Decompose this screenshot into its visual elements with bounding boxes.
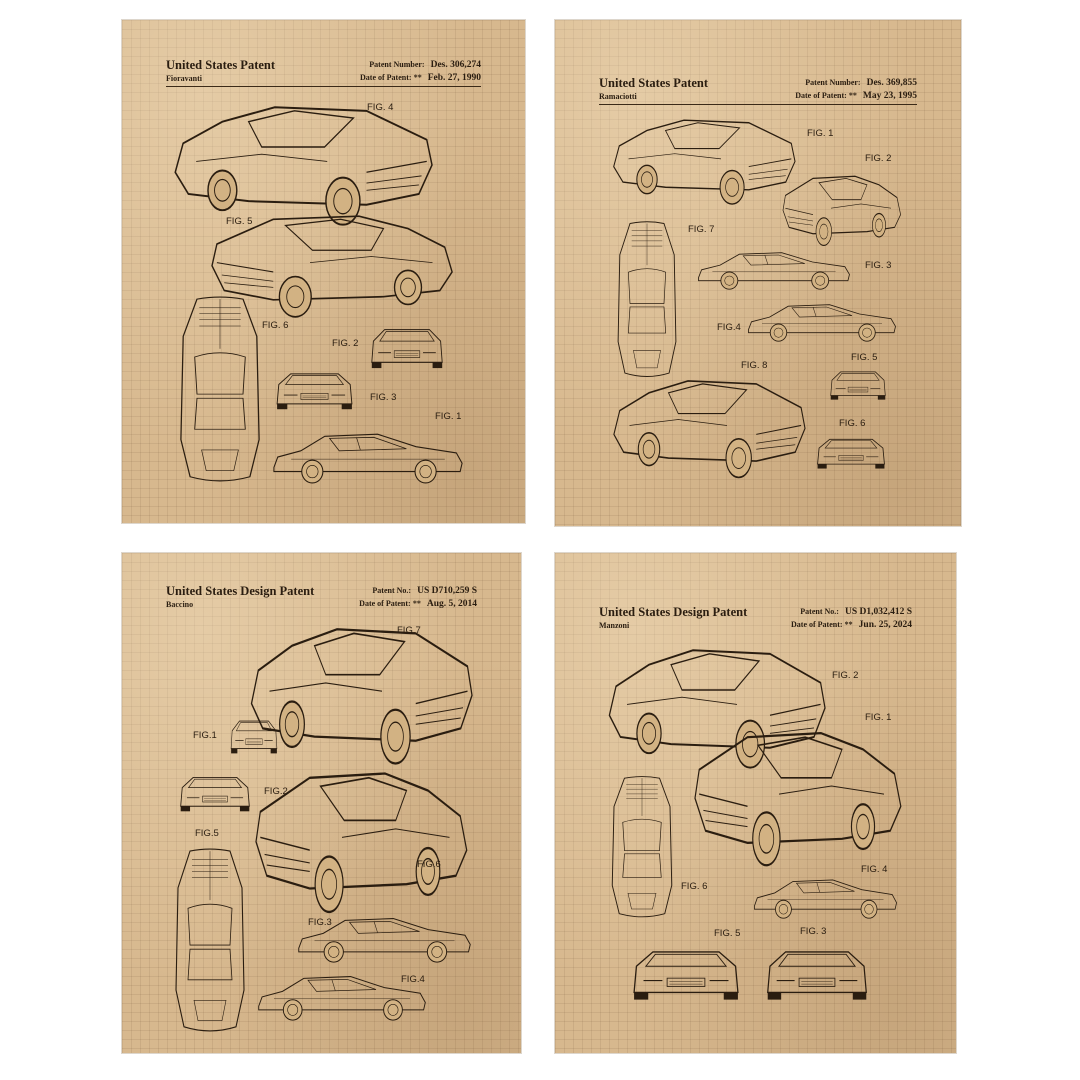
patent-date-label: Date of Patent: <box>795 91 847 100</box>
car-drawing-fig-5 <box>633 951 739 1001</box>
fig-label: FIG.6 <box>417 859 441 870</box>
fig-label: FIG. 3 <box>865 260 892 271</box>
car-drawing-fig-6 <box>254 772 468 914</box>
car-drawing-fig-2 <box>782 175 902 247</box>
fig-label: FIG.3 <box>308 917 332 928</box>
car-drawing-fig-7 <box>617 221 677 377</box>
patent-date: Jun. 25, 2024 <box>858 620 912 630</box>
inventor-name: Baccino <box>166 600 194 609</box>
patent-date-marker: ** <box>844 620 853 629</box>
car-drawing-fig-1 <box>230 720 278 754</box>
fig-label: FIG.5 <box>195 828 219 839</box>
patent-date-marker: ** <box>412 599 421 608</box>
fig-label: FIG. 3 <box>370 392 397 403</box>
car-drawing-fig-6 <box>611 776 673 918</box>
car-drawing-fig-4 <box>748 304 896 342</box>
header-rule <box>599 104 917 105</box>
inventor-name: Fioravanti <box>166 74 202 83</box>
patent-meta: Patent No.: US D1,032,412 S Date of Paten… <box>791 605 912 631</box>
patent-number-label: Patent Number: <box>369 60 425 69</box>
fig-label: FIG.1 <box>193 730 217 741</box>
poster-laferrari: United States Design Patent Baccino Pate… <box>122 553 521 1053</box>
patent-number-label: Patent No.: <box>800 607 839 616</box>
car-drawing-fig-4 <box>258 976 426 1021</box>
car-drawing-fig-6 <box>180 296 260 482</box>
patent-date-label: Date of Patent: <box>360 73 412 82</box>
fig-label: FIG. 2 <box>832 670 859 681</box>
car-drawing-fig-3 <box>698 252 850 290</box>
fig-label: FIG. 7 <box>688 224 715 235</box>
patent-meta: Patent Number: Des. 369,855 Date of Paten… <box>795 76 917 102</box>
car-drawing-fig-2 <box>371 329 443 369</box>
fig-label: FIG. 1 <box>807 128 834 139</box>
patent-number: Des. 369,855 <box>866 78 917 88</box>
patent-title: United States Patent <box>166 58 276 72</box>
patent-date-label: Date of Patent: <box>791 620 843 629</box>
car-drawing-fig-5 <box>175 848 245 1032</box>
fig-label: FIG. 6 <box>262 320 289 331</box>
car-drawing-fig-3 <box>276 373 353 410</box>
fig-label: FIG. 5 <box>714 928 741 939</box>
fig-label: FIG. 4 <box>367 102 394 113</box>
car-drawing-fig-1 <box>273 433 463 484</box>
fig-label: FIG. 4 <box>861 864 888 875</box>
fig-label: FIG. 2 <box>332 338 359 349</box>
car-drawing-fig-1 <box>693 732 902 867</box>
patent-date: Feb. 27, 1990 <box>427 73 481 83</box>
patent-title: United States Design Patent <box>166 584 315 598</box>
car-drawing-fig-4 <box>174 106 433 226</box>
patent-title: United States Patent <box>599 76 709 90</box>
fig-label: FIG. 3 <box>800 926 827 937</box>
fig-label: FIG. 2 <box>865 153 892 164</box>
car-drawing-fig-3 <box>298 918 471 963</box>
car-drawing-fig-1 <box>612 119 796 205</box>
patent-number-label: Patent No.: <box>372 586 412 595</box>
fig-label: FIG.4 <box>717 322 741 333</box>
poster-f40: United States Patent Fioravanti Patent N… <box>122 20 525 523</box>
car-drawing-fig-2 <box>180 776 250 812</box>
patent-title: United States Design Patent <box>599 605 748 619</box>
patent-number: US D1,032,412 S <box>844 607 912 617</box>
car-drawing-fig-5 <box>211 215 453 318</box>
fig-label: FIG. 6 <box>839 418 866 429</box>
fig-label: FIG. 6 <box>681 881 708 892</box>
car-drawing-fig-4 <box>754 879 897 919</box>
patent-meta: Patent Number: Des. 306,274 Date of Paten… <box>360 58 481 84</box>
patent-date-marker: ** <box>848 91 857 100</box>
inventor-name: Manzoni <box>599 621 630 630</box>
car-drawing-fig-5 <box>830 371 886 400</box>
fig-label: FIG. 1 <box>865 712 892 723</box>
patent-number-label: Patent Number: <box>805 78 861 87</box>
patent-meta: Patent No.: US D710,259 S Date of Patent:… <box>359 584 477 610</box>
fig-label: FIG.2 <box>264 786 288 797</box>
fig-label: FIG.7 <box>397 625 421 636</box>
fig-label: FIG. 8 <box>741 360 768 371</box>
patent-date: May 23, 1995 <box>862 91 917 101</box>
patent-number: Des. 306,274 <box>430 60 481 70</box>
patent-date: Aug. 5, 2014 <box>426 599 477 609</box>
car-drawing-fig-7 <box>250 628 474 765</box>
patent-number: US D710,259 S <box>417 586 477 596</box>
poster-f50: United States Patent Ramaciotti Patent N… <box>555 20 961 526</box>
header-rule <box>166 86 481 87</box>
fig-label: FIG. 5 <box>851 352 878 363</box>
car-drawing-fig-3 <box>767 951 867 1001</box>
patent-date-marker: ** <box>413 73 422 82</box>
fig-label: FIG.4 <box>401 974 425 985</box>
patent-date-label: Date of Patent: <box>359 599 411 608</box>
car-drawing-fig-6 <box>817 438 885 469</box>
inventor-name: Ramaciotti <box>599 92 637 101</box>
poster-daytona-sp3: United States Design Patent Manzoni Pate… <box>555 553 956 1053</box>
car-drawing-fig-8 <box>613 380 806 479</box>
fig-label: FIG. 1 <box>435 411 462 422</box>
fig-label: FIG. 5 <box>226 216 253 227</box>
